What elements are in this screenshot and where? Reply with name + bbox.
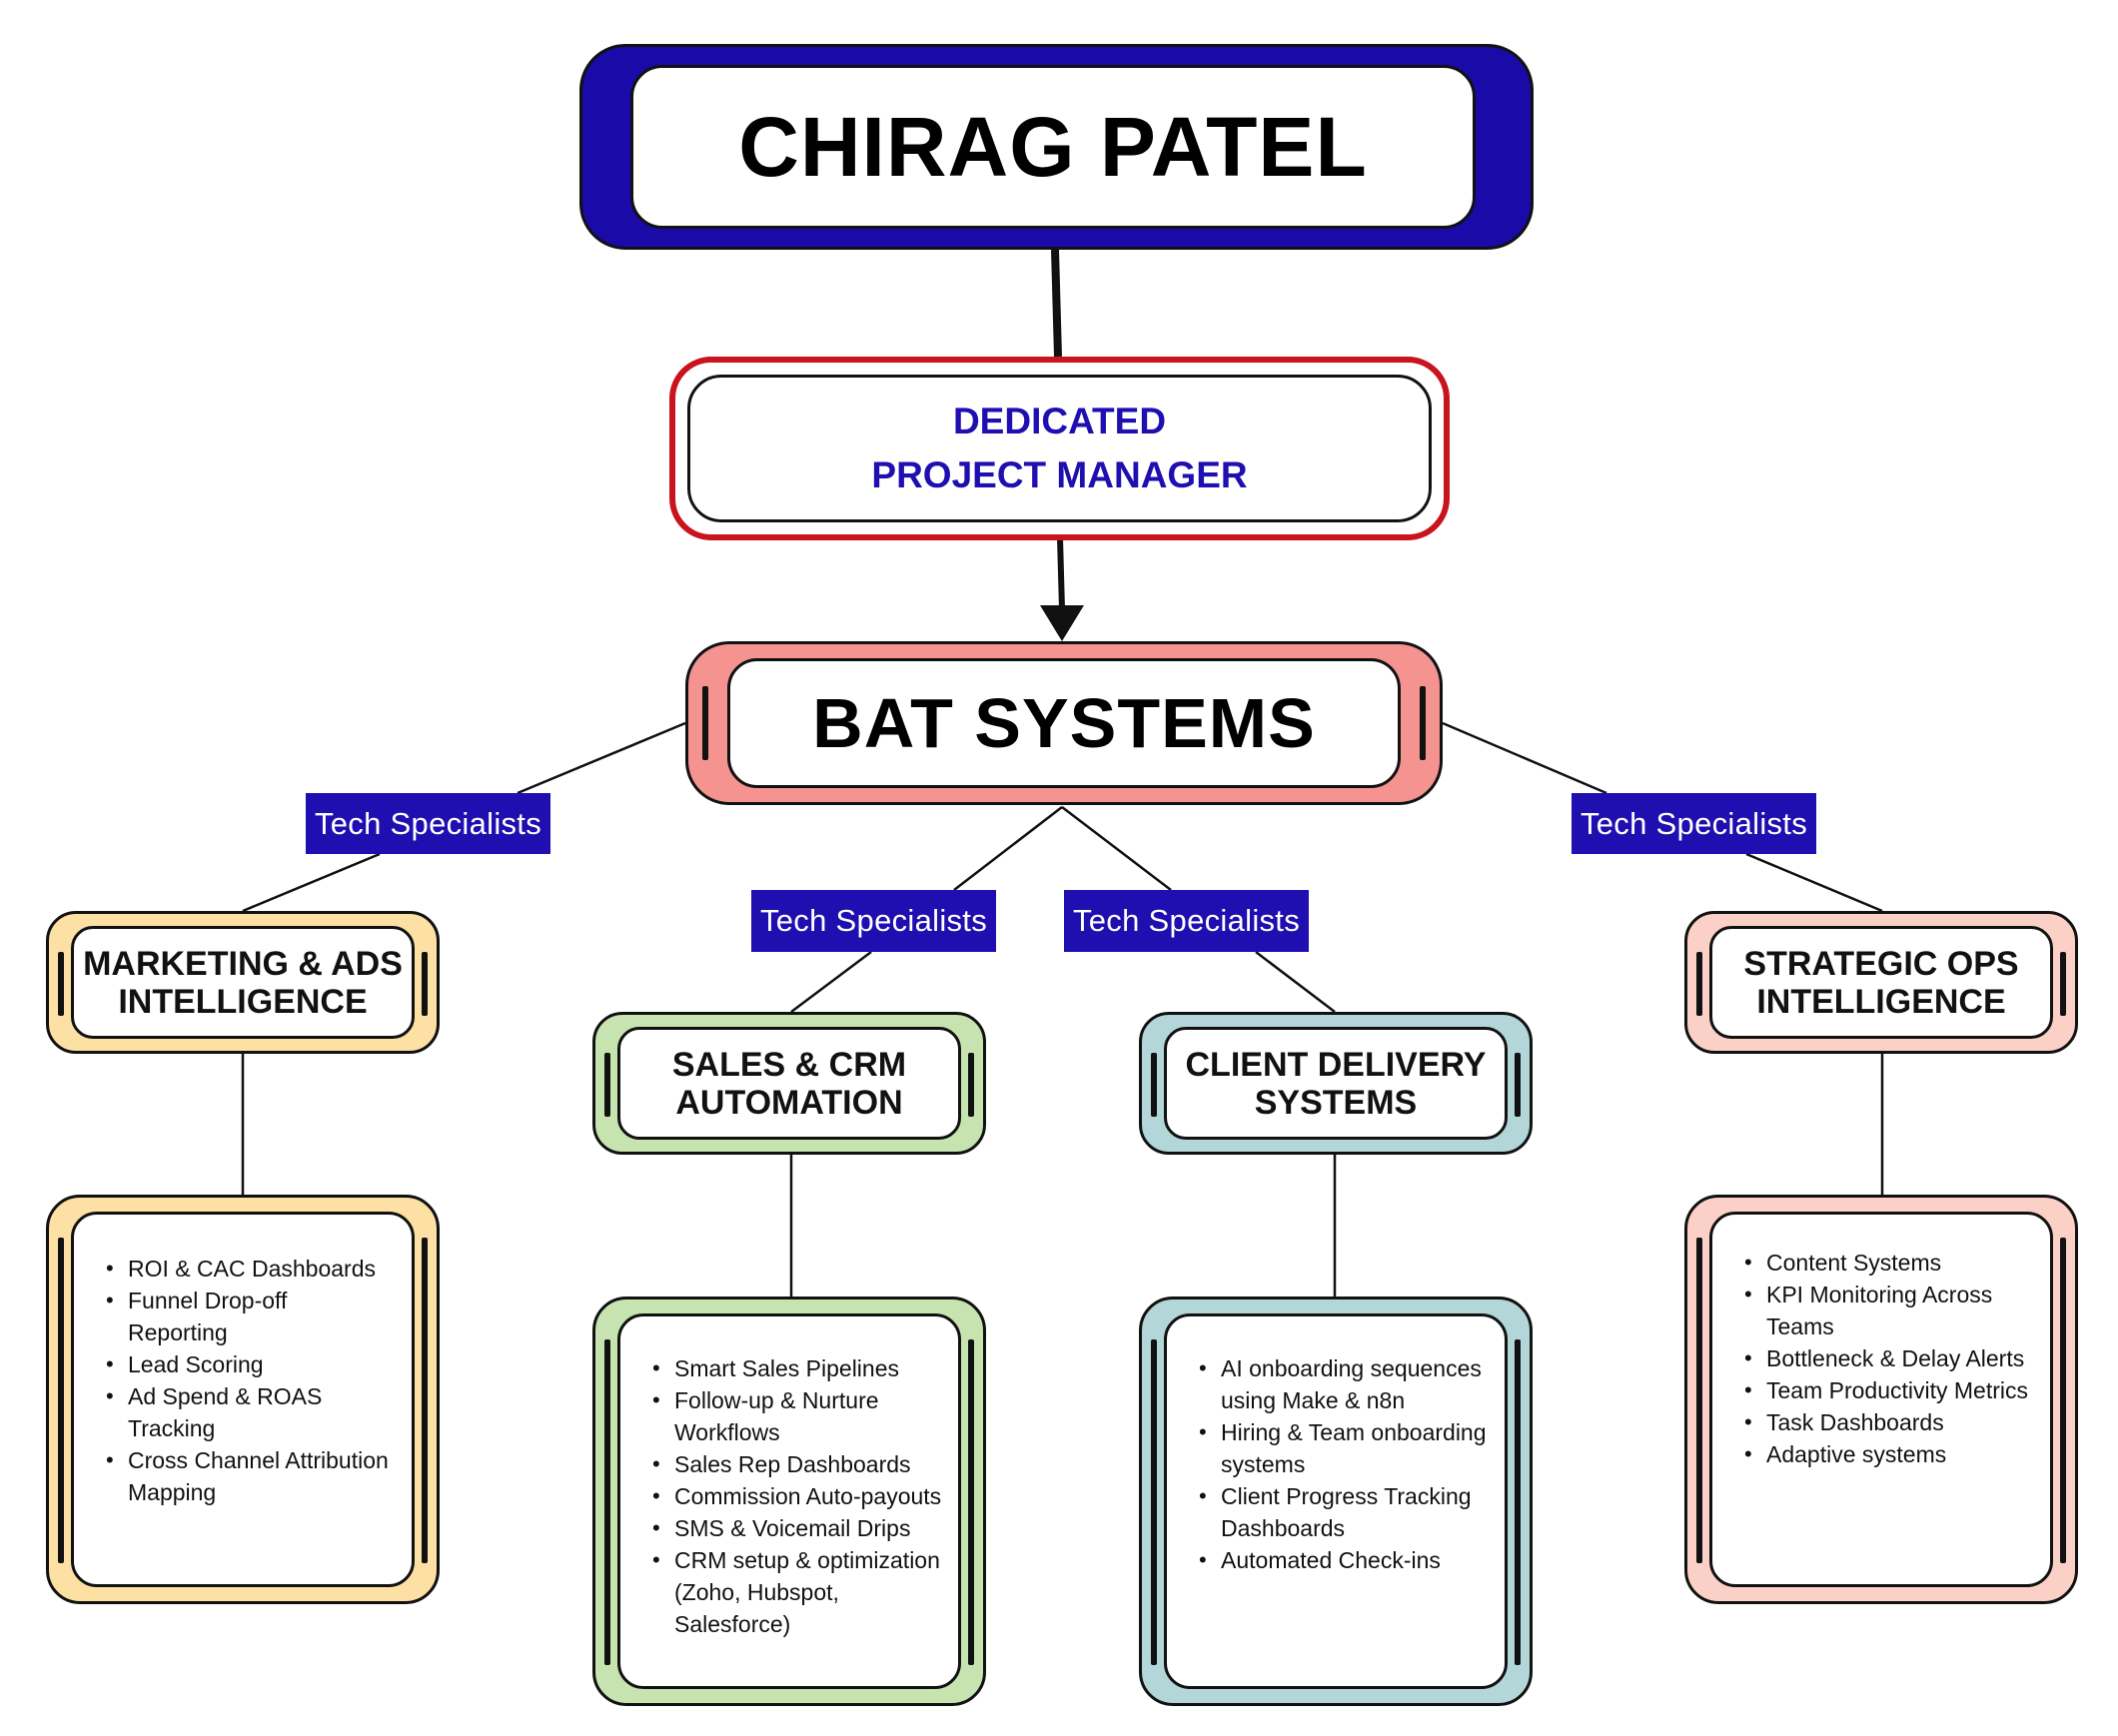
list-right-bar — [1515, 1339, 1521, 1665]
category-client-frame: CLIENT DELIVERY SYSTEMS — [1139, 1012, 1533, 1155]
list-left-bar — [1151, 1339, 1157, 1665]
hub-left-bar — [702, 686, 708, 760]
project-manager-line1: DEDICATED — [952, 401, 1167, 441]
tag-tech-specialists-right: Tech Specialists — [1572, 793, 1816, 854]
category-left-bar — [58, 952, 64, 1016]
category-client-title: CLIENT DELIVERY SYSTEMS — [1185, 1045, 1487, 1122]
list-strategic: Content SystemsKPI Monitoring Across Tea… — [1740, 1247, 2034, 1470]
list-item: Bottleneck & Delay Alerts — [1744, 1342, 2034, 1374]
list-strategic-frame: Content SystemsKPI Monitoring Across Tea… — [1684, 1195, 2078, 1604]
list-sales: Smart Sales PipelinesFollow-up & Nurture… — [648, 1352, 942, 1640]
category-strategic-frame: STRATEGIC OPS INTELLIGENCE — [1684, 911, 2078, 1054]
project-manager-frame: DEDICATED PROJECT MANAGER — [669, 357, 1450, 540]
list-client-box: AI onboarding sequences using Make & n8n… — [1164, 1313, 1508, 1689]
category-left-bar — [604, 1053, 610, 1117]
category-sales-box: SALES & CRM AUTOMATION — [617, 1027, 961, 1140]
category-marketing-box: MARKETING & ADS INTELLIGENCE — [71, 926, 415, 1039]
list-left-bar — [1696, 1238, 1702, 1563]
list-marketing-frame: ROI & CAC DashboardsFunnel Drop-off Repo… — [46, 1195, 440, 1604]
list-item: Team Productivity Metrics — [1744, 1374, 2034, 1406]
list-strategic-box: Content SystemsKPI Monitoring Across Tea… — [1709, 1212, 2053, 1587]
connector-hub-to-left-tag — [517, 721, 686, 795]
hub-name: BAT SYSTEMS — [812, 684, 1316, 762]
list-item: Adaptive systems — [1744, 1438, 2034, 1470]
category-sales-frame: SALES & CRM AUTOMATION — [592, 1012, 986, 1155]
tag-tech-specialists-client: Tech Specialists — [1064, 890, 1309, 952]
list-item: Commission Auto-payouts — [652, 1480, 942, 1512]
category-sales-title: SALES & CRM AUTOMATION — [671, 1045, 907, 1122]
project-manager-line2: PROJECT MANAGER — [871, 454, 1248, 495]
list-item: Hiring & Team onboarding systems — [1199, 1416, 1491, 1480]
list-item: AI onboarding sequences using Make & n8n — [1199, 1352, 1491, 1416]
hub-frame: BAT SYSTEMS — [685, 641, 1443, 805]
category-strategic-box: STRATEGIC OPS INTELLIGENCE — [1709, 926, 2053, 1039]
list-item: CRM setup & optimization (Zoho, Hubspot,… — [652, 1544, 942, 1640]
category-client-box: CLIENT DELIVERY SYSTEMS — [1164, 1027, 1508, 1140]
connector-hub-to-client-tag — [1061, 806, 1172, 891]
category-marketing-title: MARKETING & ADS INTELLIGENCE — [83, 944, 403, 1021]
list-item: Content Systems — [1744, 1247, 2034, 1279]
list-item: Follow-up & Nurture Workflows — [652, 1384, 942, 1448]
list-item: ROI & CAC Dashboards — [106, 1253, 392, 1285]
list-marketing-box: ROI & CAC DashboardsFunnel Drop-off Repo… — [71, 1212, 415, 1587]
category-right-bar — [968, 1053, 974, 1117]
list-item: Lead Scoring — [106, 1348, 392, 1380]
connector-sales-tag-to-sales — [790, 951, 872, 1013]
list-right-bar — [968, 1339, 974, 1665]
tag-tech-specialists-left: Tech Specialists — [306, 793, 550, 854]
category-marketing-frame: MARKETING & ADS INTELLIGENCE — [46, 911, 440, 1054]
hub-box: BAT SYSTEMS — [727, 658, 1401, 788]
category-left-bar — [1151, 1053, 1157, 1117]
list-item: Funnel Drop-off Reporting — [106, 1285, 392, 1348]
top-person-box: CHIRAG PATEL — [630, 65, 1476, 229]
list-item: Automated Check-ins — [1199, 1544, 1491, 1576]
list-item: Client Progress Tracking Dashboards — [1199, 1480, 1491, 1544]
category-strategic-title: STRATEGIC OPS INTELLIGENCE — [1743, 944, 2019, 1021]
list-sales-frame: Smart Sales PipelinesFollow-up & Nurture… — [592, 1297, 986, 1706]
list-item: KPI Monitoring Across Teams — [1744, 1279, 2034, 1342]
top-person-frame: CHIRAG PATEL — [579, 44, 1534, 250]
project-manager-box: DEDICATED PROJECT MANAGER — [687, 375, 1432, 522]
category-right-bar — [422, 952, 428, 1016]
list-item: Ad Spend & ROAS Tracking — [106, 1380, 392, 1444]
list-left-bar — [604, 1339, 610, 1665]
connector-hub-to-sales-tag — [953, 806, 1063, 891]
connector-right-tag-to-strategic — [1745, 852, 1883, 913]
list-client-frame: AI onboarding sequences using Make & n8n… — [1139, 1297, 1533, 1706]
connector-manager-to-hub — [1057, 536, 1065, 610]
category-right-bar — [1515, 1053, 1521, 1117]
list-right-bar — [422, 1238, 428, 1563]
connector-left-tag-to-marketing — [242, 852, 381, 913]
list-item: Sales Rep Dashboards — [652, 1448, 942, 1480]
category-right-bar — [2060, 952, 2066, 1016]
list-client: AI onboarding sequences using Make & n8n… — [1195, 1352, 1491, 1576]
list-item: Task Dashboards — [1744, 1406, 2034, 1438]
list-item: Cross Channel Attribution Mapping — [106, 1444, 392, 1508]
top-person-name: CHIRAG PATEL — [738, 99, 1368, 194]
connector-top-to-manager — [1051, 249, 1062, 358]
list-marketing: ROI & CAC DashboardsFunnel Drop-off Repo… — [102, 1253, 392, 1508]
tag-tech-specialists-sales: Tech Specialists — [751, 890, 996, 952]
list-right-bar — [2060, 1238, 2066, 1563]
connector-client-tag-to-client — [1255, 951, 1336, 1013]
list-item: Smart Sales Pipelines — [652, 1352, 942, 1384]
list-left-bar — [58, 1238, 64, 1563]
connector-hub-to-right-tag — [1442, 721, 1607, 795]
hub-right-bar — [1420, 686, 1426, 760]
category-left-bar — [1696, 952, 1702, 1016]
list-sales-box: Smart Sales PipelinesFollow-up & Nurture… — [617, 1313, 961, 1689]
arrowhead-to-hub — [1040, 605, 1084, 641]
list-item: SMS & Voicemail Drips — [652, 1512, 942, 1544]
